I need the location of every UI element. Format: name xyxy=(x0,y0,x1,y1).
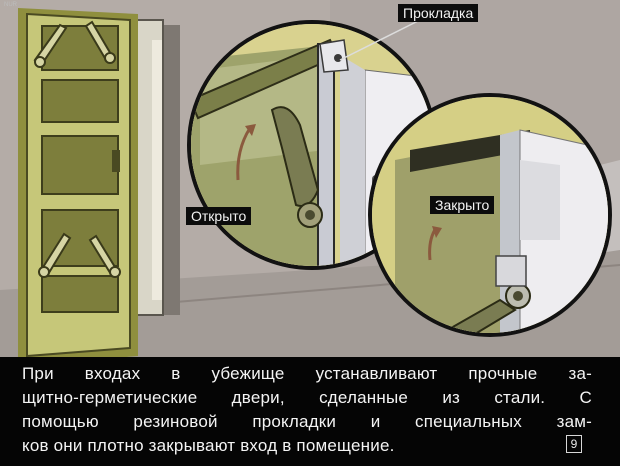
caption-box: При входах в убежище устанавливают прочн… xyxy=(0,357,620,466)
gasket-label: Прокладка xyxy=(398,4,479,22)
corner-mark: NUR xyxy=(4,2,17,8)
gasket-pointer xyxy=(339,19,421,61)
caption-line: щитно-герметические двери, сделанные из … xyxy=(22,388,592,407)
protective-door xyxy=(18,8,138,366)
detail-circle-closed xyxy=(368,93,612,337)
door-frame-inner xyxy=(152,40,162,300)
frame-number: 9 xyxy=(566,435,582,453)
closed-label: Закрыто xyxy=(430,196,495,214)
caption-line: ков они плотно закрывают вход в помещени… xyxy=(22,436,395,455)
caption-line: помощью резиновой прокладки и специальны… xyxy=(22,412,592,431)
open-label: Открыто xyxy=(186,207,252,225)
caption-line: При входах в убежище устанавливают прочн… xyxy=(22,364,592,383)
